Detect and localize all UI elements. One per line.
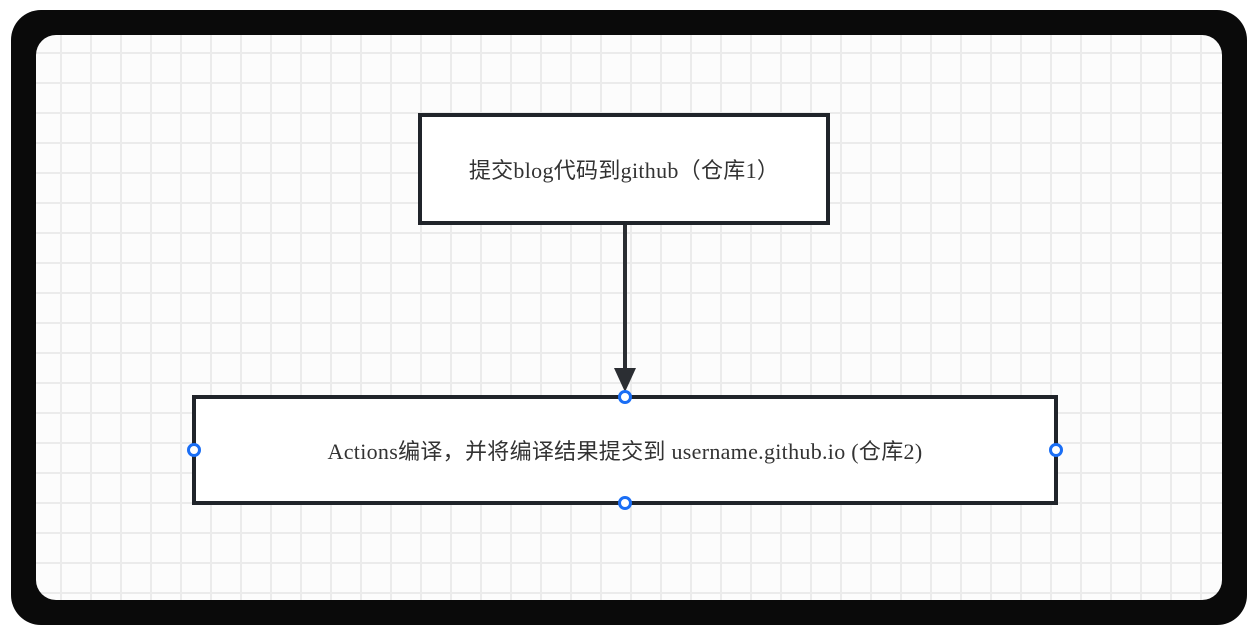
connection-handle-right-icon[interactable] bbox=[1049, 443, 1063, 457]
connection-handle-top-icon[interactable] bbox=[618, 390, 632, 404]
flow-node-repo1[interactable]: 提交blog代码到github（仓库1） bbox=[418, 113, 830, 225]
window-frame: 提交blog代码到github（仓库1） Actions编译，并将编译结果提交到… bbox=[11, 10, 1247, 625]
diagram-canvas[interactable]: 提交blog代码到github（仓库1） Actions编译，并将编译结果提交到… bbox=[36, 35, 1222, 600]
connection-handle-left-icon[interactable] bbox=[187, 443, 201, 457]
flow-node-repo2[interactable]: Actions编译，并将编译结果提交到 username.github.io (… bbox=[187, 390, 1063, 510]
arrowhead-icon bbox=[614, 368, 636, 392]
flow-node-repo2-label: Actions编译，并将编译结果提交到 username.github.io (… bbox=[327, 439, 923, 464]
edge-line[interactable] bbox=[623, 225, 627, 370]
flow-node-repo1-label: 提交blog代码到github（仓库1） bbox=[468, 158, 780, 183]
connection-handle-bottom-icon[interactable] bbox=[618, 496, 632, 510]
